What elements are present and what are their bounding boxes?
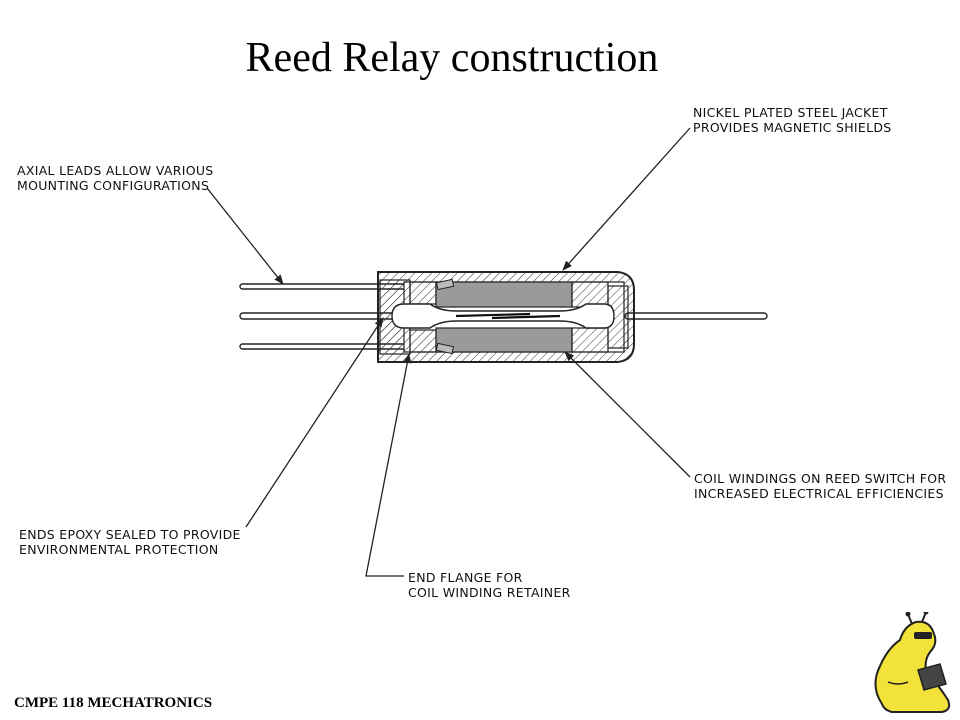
jacket-arrow bbox=[562, 127, 691, 271]
callout-leads: AXIAL LEADS ALLOW VARIOUS MOUNTING CONFI… bbox=[17, 163, 214, 193]
footer-course-label: CMPE 118 MECHATRONICS bbox=[14, 695, 213, 711]
leads-arrow bbox=[206, 187, 284, 285]
flange-top bbox=[409, 281, 437, 305]
callout-jacket-line-2: PROVIDES MAGNETIC SHIELDS bbox=[693, 120, 892, 135]
slide-title: Reed Relay construction bbox=[245, 35, 659, 81]
callout-coil-line-2: INCREASED ELECTRICAL EFFICIENCIES bbox=[694, 486, 944, 501]
callout-leads-line-1: AXIAL LEADS ALLOW VARIOUS bbox=[17, 163, 214, 178]
callout-flange-line-2: COIL WINDING RETAINER bbox=[408, 585, 571, 600]
flange-bottom bbox=[409, 329, 437, 353]
leader-arrows bbox=[206, 127, 691, 577]
callout-coil: COIL WINDINGS ON REED SWITCH FOR INCREAS… bbox=[694, 471, 946, 501]
callout-jacket-line-1: NICKEL PLATED STEEL JACKET bbox=[693, 105, 888, 120]
lead-tabs bbox=[435, 278, 455, 355]
banana-slug-mascot-icon bbox=[874, 612, 951, 713]
coil-windings bbox=[435, 281, 609, 353]
left-reed bbox=[455, 312, 531, 318]
coil-bottom bbox=[435, 327, 573, 353]
coil-arrow bbox=[564, 351, 691, 478]
reed-capsule bbox=[391, 303, 615, 329]
epoxy-arrow bbox=[245, 317, 384, 528]
top-lead-tab bbox=[435, 278, 455, 291]
center-lead-left bbox=[239, 312, 401, 320]
coil-top-right-seal bbox=[571, 281, 609, 308]
coil-bottom-right-seal bbox=[571, 327, 609, 353]
right-reed bbox=[491, 314, 561, 320]
callout-flange-line-1: END FLANGE FOR bbox=[408, 570, 523, 585]
end-flange bbox=[409, 281, 437, 353]
flange-arrow bbox=[365, 353, 412, 577]
callout-jacket: NICKEL PLATED STEEL JACKET PROVIDES MAGN… bbox=[693, 105, 892, 135]
callout-flange: END FLANGE FOR COIL WINDING RETAINER bbox=[408, 570, 571, 600]
callout-coil-line-1: COIL WINDINGS ON REED SWITCH FOR bbox=[694, 471, 947, 486]
coil-top bbox=[435, 281, 573, 308]
bottom-lead-tab bbox=[435, 342, 455, 355]
callout-epoxy-line-2: ENVIRONMENTAL PROTECTION bbox=[19, 542, 219, 557]
callout-epoxy-line-1: ENDS EPOXY SEALED TO PROVIDE bbox=[19, 527, 241, 542]
reed-contacts bbox=[455, 312, 561, 320]
callout-leads-line-2: MOUNTING CONFIGURATIONS bbox=[17, 178, 210, 193]
center-lead-right bbox=[624, 312, 768, 320]
callout-epoxy: ENDS EPOXY SEALED TO PROVIDE ENVIRONMENT… bbox=[19, 527, 241, 557]
